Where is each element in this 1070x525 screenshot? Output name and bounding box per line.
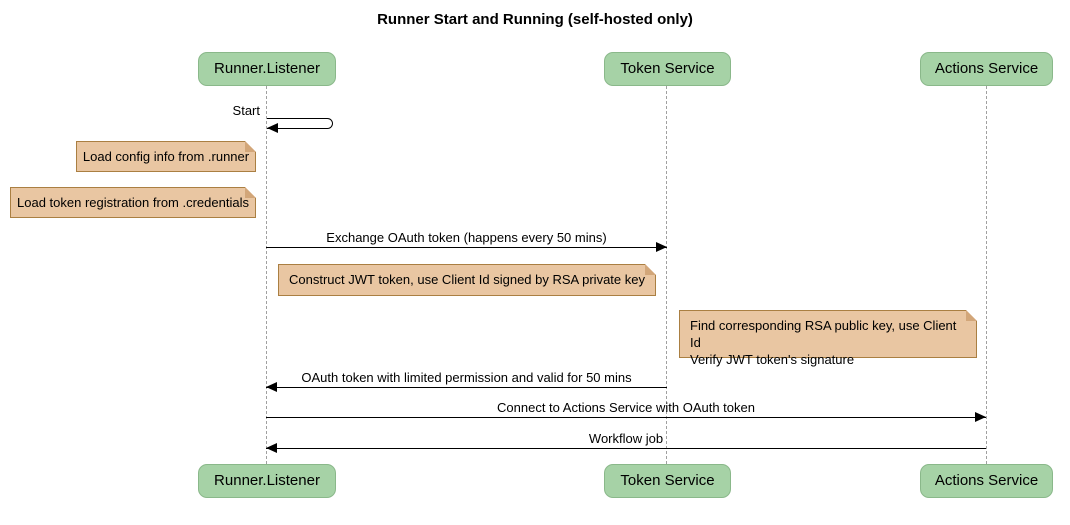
- message-line-workflow: [266, 448, 986, 449]
- lifeline-token-service: [666, 86, 667, 464]
- arrowhead-workflow: [266, 443, 277, 453]
- message-label-start: Start: [232, 103, 260, 118]
- message-line-oauth-token: [266, 387, 667, 388]
- actor-runner-listener-bottom: Runner.Listener: [198, 464, 336, 498]
- self-message-loop: [267, 118, 333, 129]
- note-verify-jwt: Find corresponding RSA public key, use C…: [679, 310, 977, 367]
- message-label-exchange: Exchange OAuth token (happens every 50 m…: [326, 230, 607, 245]
- message-label-oauth-token: OAuth token with limited permission and …: [301, 370, 632, 385]
- lifeline-actions-service: [986, 86, 987, 464]
- actor-token-service-top: Token Service: [604, 52, 731, 86]
- lifeline-runner-listener: [266, 86, 267, 464]
- note-load-config: Load config info from .runner: [76, 141, 256, 172]
- note-verify-jwt-line1: Find corresponding RSA public key, use C…: [690, 318, 957, 350]
- actor-actions-service-top: Actions Service: [920, 52, 1053, 86]
- actor-token-service-bottom: Token Service: [604, 464, 731, 498]
- arrowhead-oauth-token: [266, 382, 277, 392]
- actor-runner-listener-top: Runner.Listener: [198, 52, 336, 86]
- note-verify-jwt-line2: Verify JWT token's signature: [690, 352, 855, 367]
- message-label-connect: Connect to Actions Service with OAuth to…: [497, 400, 755, 415]
- actor-actions-service-bottom: Actions Service: [920, 464, 1053, 498]
- arrowhead-start: [267, 123, 278, 133]
- arrowhead-exchange: [656, 242, 667, 252]
- note-construct-jwt: Construct JWT token, use Client Id signe…: [278, 264, 656, 296]
- note-load-registration: Load token registration from .credential…: [10, 187, 256, 218]
- diagram-title: Runner Start and Running (self-hosted on…: [377, 11, 693, 28]
- message-label-workflow: Workflow job: [588, 431, 664, 446]
- message-line-exchange: [266, 247, 667, 248]
- arrowhead-connect: [975, 412, 986, 422]
- message-line-connect: [266, 417, 986, 418]
